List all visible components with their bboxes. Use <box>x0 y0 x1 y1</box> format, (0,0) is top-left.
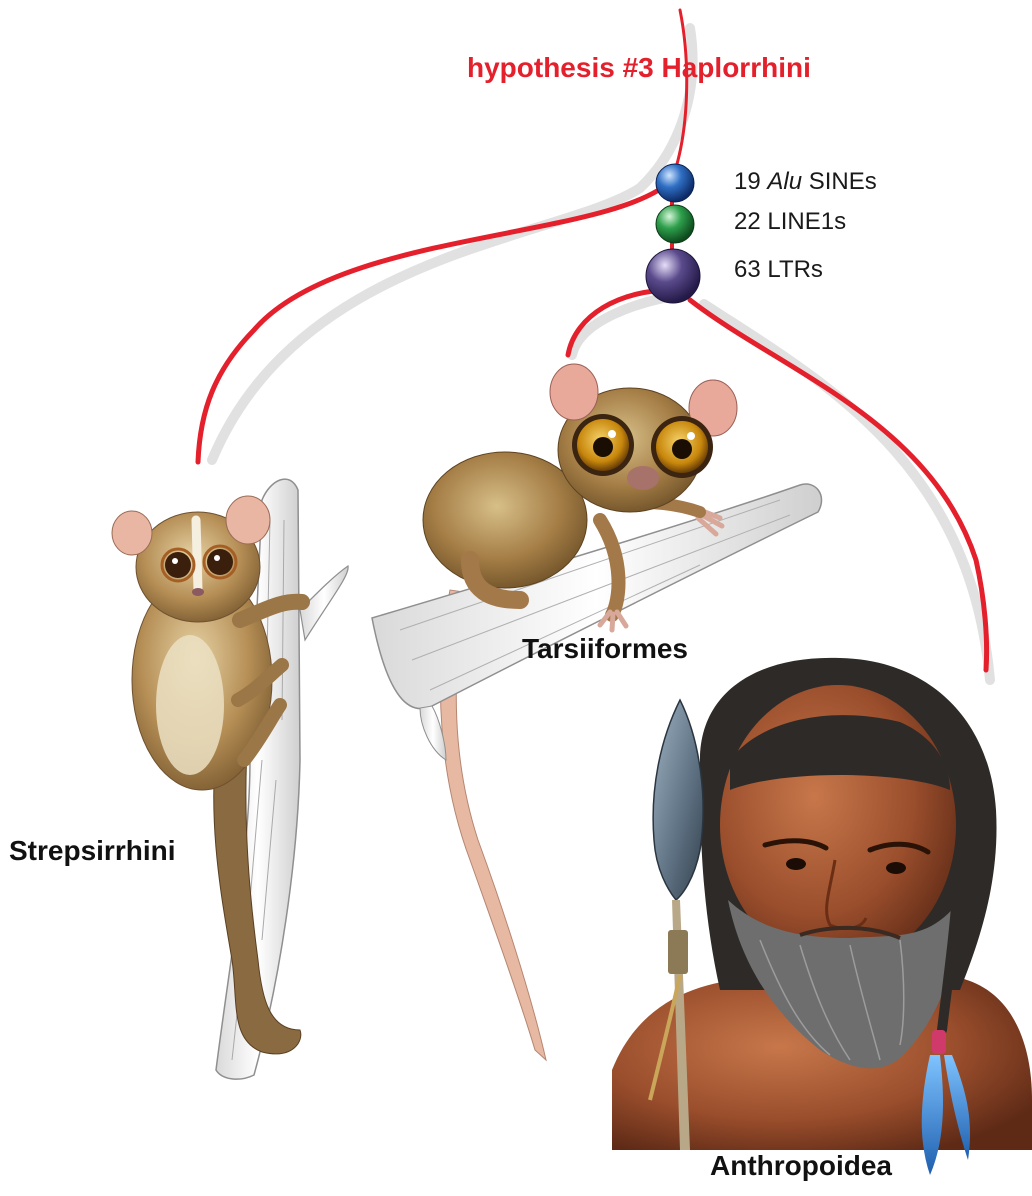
line1-label: 22 LINE1s <box>734 208 846 236</box>
alu-sine-count: 19 <box>734 168 761 195</box>
line1-marker <box>656 205 694 243</box>
hypothesis-number: hypothesis #3 <box>467 52 654 83</box>
alu-sine-name-italic: Alu <box>767 168 802 195</box>
anthropoidea-branch <box>690 300 987 670</box>
line1-count: 22 <box>734 208 761 235</box>
strepsirrhini-illustration <box>112 479 348 1079</box>
retroelement-markers <box>646 164 700 303</box>
ltr-marker <box>646 249 700 303</box>
strepsirrhini-label: Strepsirrhini <box>9 835 175 867</box>
ltr-label: 63 LTRs <box>734 256 823 284</box>
alu-sine-label: 19 Alu SINEs <box>734 168 877 196</box>
tarsiiformes-label: Tarsiiformes <box>522 633 688 665</box>
haplorrhini-clade-label: Haplorrhini <box>662 52 811 83</box>
line1-name: LINE1s <box>767 208 846 235</box>
hypothesis-title: hypothesis #3 Haplorrhini <box>467 52 811 84</box>
ltr-name: LTRs <box>767 256 823 283</box>
anthropoidea-illustration <box>612 658 1032 1175</box>
alu-sine-name-rest: SINEs <box>802 168 877 195</box>
ltr-count: 63 <box>734 256 761 283</box>
anthropoidea-label: Anthropoidea <box>710 1150 892 1182</box>
alu-sine-marker <box>656 164 694 202</box>
